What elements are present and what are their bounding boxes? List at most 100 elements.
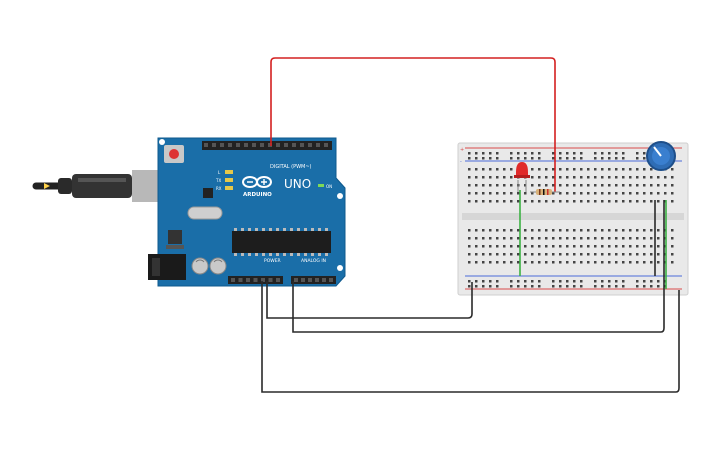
breadboard-hole[interactable] bbox=[615, 184, 618, 187]
breadboard-hole[interactable] bbox=[657, 261, 660, 264]
breadboard-hole[interactable] bbox=[559, 168, 562, 171]
header-pin-hole[interactable] bbox=[204, 143, 208, 147]
arduino-uno-board[interactable]: DIGITAL (PWM~) L TX RX ARDUINO UNO ON bbox=[148, 137, 346, 287]
breadboard-hole[interactable] bbox=[496, 176, 499, 179]
breadboard-hole[interactable] bbox=[594, 152, 597, 155]
breadboard-hole[interactable] bbox=[615, 192, 618, 195]
breadboard-hole[interactable] bbox=[594, 253, 597, 256]
breadboard-hole[interactable] bbox=[587, 229, 590, 232]
breadboard-hole[interactable] bbox=[629, 176, 632, 179]
breadboard-hole[interactable] bbox=[566, 152, 569, 155]
breadboard-hole[interactable] bbox=[489, 261, 492, 264]
breadboard-hole[interactable] bbox=[545, 253, 548, 256]
breadboard-hole[interactable] bbox=[503, 261, 506, 264]
breadboard-hole[interactable] bbox=[517, 253, 520, 256]
breadboard-hole[interactable] bbox=[608, 200, 611, 203]
breadboard-hole[interactable] bbox=[580, 176, 583, 179]
breadboard-hole[interactable] bbox=[566, 253, 569, 256]
breadboard-hole[interactable] bbox=[608, 152, 611, 155]
breadboard-hole[interactable] bbox=[468, 237, 471, 240]
header-pin-hole[interactable] bbox=[329, 278, 333, 282]
breadboard-hole[interactable] bbox=[671, 237, 674, 240]
wire-black-analog[interactable] bbox=[292, 200, 665, 333]
breadboard-hole[interactable] bbox=[531, 245, 534, 248]
breadboard-hole[interactable] bbox=[559, 245, 562, 248]
breadboard-hole[interactable] bbox=[601, 192, 604, 195]
breadboard-hole[interactable] bbox=[587, 168, 590, 171]
breadboard-hole[interactable] bbox=[671, 200, 674, 203]
breadboard-hole[interactable] bbox=[594, 168, 597, 171]
header-pin-hole[interactable] bbox=[238, 278, 243, 282]
breadboard-hole[interactable] bbox=[601, 229, 604, 232]
breadboard-hole[interactable] bbox=[573, 280, 576, 283]
breadboard-hole[interactable] bbox=[468, 168, 471, 171]
breadboard-hole[interactable] bbox=[531, 237, 534, 240]
breadboard-hole[interactable] bbox=[643, 152, 646, 155]
breadboard-hole[interactable] bbox=[524, 229, 527, 232]
breadboard-hole[interactable] bbox=[517, 280, 520, 283]
header-pin-hole[interactable] bbox=[253, 278, 258, 282]
breadboard-hole[interactable] bbox=[538, 280, 541, 283]
breadboard-hole[interactable] bbox=[552, 285, 555, 288]
header-pin-hole[interactable] bbox=[268, 278, 273, 282]
breadboard-hole[interactable] bbox=[566, 184, 569, 187]
breadboard-hole[interactable] bbox=[468, 261, 471, 264]
breadboard-hole[interactable] bbox=[580, 253, 583, 256]
breadboard-hole[interactable] bbox=[636, 229, 639, 232]
breadboard-hole[interactable] bbox=[664, 184, 667, 187]
breadboard-hole[interactable] bbox=[643, 229, 646, 232]
breadboard-hole[interactable] bbox=[671, 253, 674, 256]
breadboard-hole[interactable] bbox=[559, 192, 562, 195]
breadboard-hole[interactable] bbox=[650, 285, 653, 288]
breadboard-hole[interactable] bbox=[580, 280, 583, 283]
breadboard-hole[interactable] bbox=[531, 280, 534, 283]
breadboard-hole[interactable] bbox=[524, 261, 527, 264]
breadboard-hole[interactable] bbox=[601, 168, 604, 171]
wire-black-gnd[interactable] bbox=[261, 281, 680, 393]
breadboard-hole[interactable] bbox=[531, 200, 534, 203]
breadboard-hole[interactable] bbox=[559, 280, 562, 283]
breadboard-hole[interactable] bbox=[531, 192, 534, 195]
breadboard-hole[interactable] bbox=[573, 229, 576, 232]
breadboard-hole[interactable] bbox=[482, 192, 485, 195]
breadboard-hole[interactable] bbox=[489, 280, 492, 283]
breadboard-hole[interactable] bbox=[496, 253, 499, 256]
breadboard-hole[interactable] bbox=[489, 168, 492, 171]
breadboard-hole[interactable] bbox=[615, 261, 618, 264]
breadboard-hole[interactable] bbox=[622, 280, 625, 283]
breadboard-hole[interactable] bbox=[594, 184, 597, 187]
breadboard-hole[interactable] bbox=[650, 280, 653, 283]
breadboard-hole[interactable] bbox=[594, 280, 597, 283]
breadboard-hole[interactable] bbox=[552, 245, 555, 248]
breadboard-hole[interactable] bbox=[622, 184, 625, 187]
breadboard-hole[interactable] bbox=[601, 285, 604, 288]
breadboard-hole[interactable] bbox=[510, 285, 513, 288]
breadboard-hole[interactable] bbox=[538, 237, 541, 240]
breadboard-hole[interactable] bbox=[503, 237, 506, 240]
breadboard-hole[interactable] bbox=[643, 261, 646, 264]
header-pin-hole[interactable] bbox=[228, 143, 232, 147]
breadboard-hole[interactable] bbox=[531, 261, 534, 264]
breadboard-hole[interactable] bbox=[475, 192, 478, 195]
breadboard-hole[interactable] bbox=[468, 192, 471, 195]
breadboard-hole[interactable] bbox=[482, 176, 485, 179]
breadboard-hole[interactable] bbox=[531, 157, 534, 160]
breadboard-hole[interactable] bbox=[524, 245, 527, 248]
breadboard[interactable]: + - bbox=[457, 142, 689, 296]
breadboard-hole[interactable] bbox=[573, 157, 576, 160]
breadboard-hole[interactable] bbox=[489, 229, 492, 232]
header-pin-hole[interactable] bbox=[316, 143, 320, 147]
breadboard-hole[interactable] bbox=[643, 285, 646, 288]
breadboard-hole[interactable] bbox=[629, 184, 632, 187]
breadboard-hole[interactable] bbox=[643, 200, 646, 203]
breadboard-hole[interactable] bbox=[559, 157, 562, 160]
header-pin-hole[interactable] bbox=[292, 143, 296, 147]
breadboard-hole[interactable] bbox=[615, 280, 618, 283]
breadboard-hole[interactable] bbox=[503, 192, 506, 195]
breadboard-hole[interactable] bbox=[475, 200, 478, 203]
breadboard-hole[interactable] bbox=[566, 245, 569, 248]
breadboard-hole[interactable] bbox=[587, 176, 590, 179]
breadboard-hole[interactable] bbox=[615, 253, 618, 256]
breadboard-hole[interactable] bbox=[538, 229, 541, 232]
breadboard-hole[interactable] bbox=[496, 245, 499, 248]
